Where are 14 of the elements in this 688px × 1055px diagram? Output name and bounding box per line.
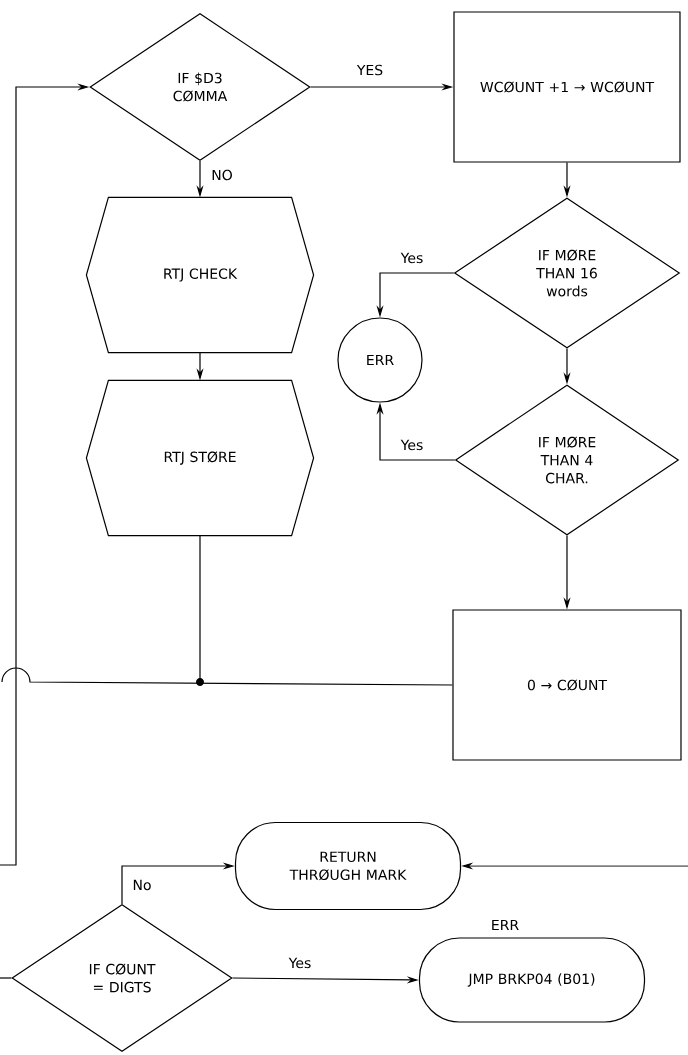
terminal-box: RETURN THRØUGH MARK: [234, 821, 462, 911]
edge-label: Yes: [399, 251, 425, 265]
edge-label: Yes: [399, 438, 425, 452]
edge-label: YES: [355, 63, 385, 77]
process-box: 0 → CØUNT: [452, 609, 682, 761]
beside-label: ERR: [492, 919, 519, 931]
subroutine-hexagon: RTJ CHECK: [85, 196, 315, 354]
subroutine-hexagon: RTJ STØRE: [85, 379, 315, 537]
process-box: WCØUNT +1 → WCØUNT: [453, 11, 681, 163]
terminal-box: JMP BRKP04 (B01): [418, 937, 646, 1023]
edge-label: No: [131, 878, 153, 892]
edge-label: Yes: [287, 956, 313, 970]
arrow: [1, 667, 453, 686]
edge-label: NO: [210, 168, 234, 182]
